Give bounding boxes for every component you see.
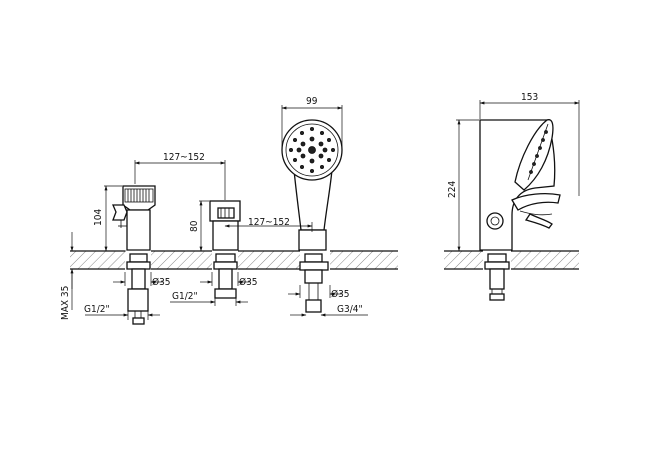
dim-hole-1: Ø35 <box>152 276 171 288</box>
dim-spacing-right: 127~152 <box>248 217 290 228</box>
front-dimensions: 99 127~152 127~152 104 80 MAX 35 Ø35 <box>60 96 368 320</box>
side-faucet <box>479 119 561 301</box>
shower-nozzles <box>288 127 335 173</box>
side-nozzles <box>529 130 548 174</box>
dim-hole-3: Ø35 <box>331 288 350 300</box>
dim-99: 99 <box>306 96 318 107</box>
side-dimensions: 153 224 <box>447 92 580 252</box>
valve-grille <box>124 188 154 203</box>
dim-153: 153 <box>521 92 538 103</box>
dim-104: 104 <box>93 209 104 226</box>
dim-spacing-left: 127~152 <box>163 152 205 163</box>
dim-thread-1: G1/2" <box>84 304 110 315</box>
diverter-valve <box>209 200 241 299</box>
dim-thread-3: G3/4" <box>337 304 363 315</box>
dim-thread-2: G1/2" <box>172 291 198 302</box>
mixer-valve <box>112 185 156 325</box>
dim-80: 80 <box>189 220 200 232</box>
side-countertop <box>444 250 579 270</box>
hand-shower <box>281 119 343 313</box>
dim-hole-2: Ø35 <box>239 276 258 288</box>
dim-224: 224 <box>447 181 458 198</box>
dim-max-35: MAX 35 <box>60 286 71 320</box>
